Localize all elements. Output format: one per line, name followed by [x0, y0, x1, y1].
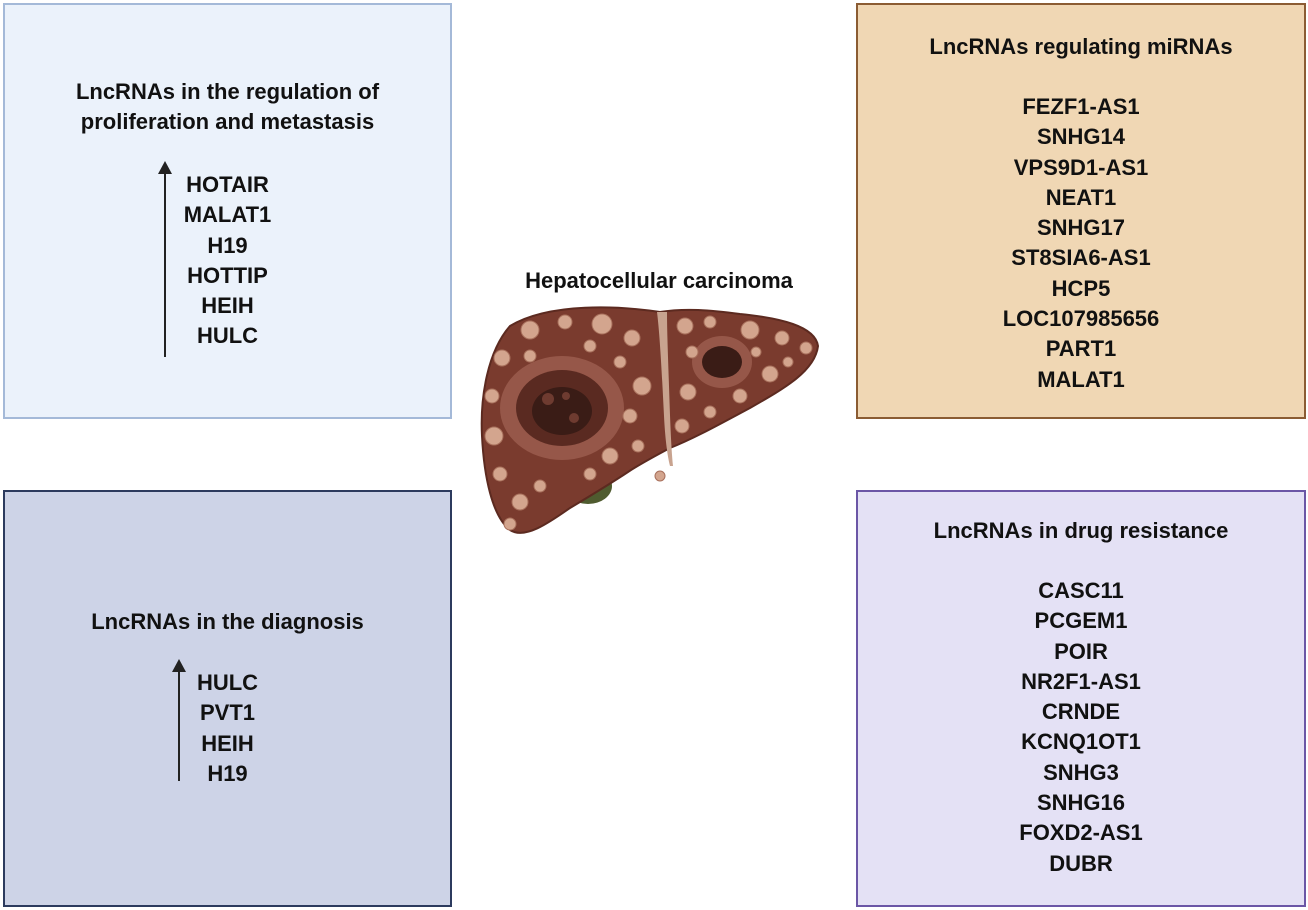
hcc-title: Hepatocellular carcinoma: [525, 268, 793, 293]
lncrna-item: PVT1: [199, 700, 256, 726]
lncrna-item: SNHG17: [1036, 215, 1126, 241]
proliferation-metastasis-title: LncRNAs in the regulation of proliferati…: [75, 79, 380, 134]
lncrna-item: H19: [207, 232, 248, 258]
lncrna-item: LOC107985656: [1002, 306, 1160, 332]
lncrna-item: NR2F1-AS1: [1021, 668, 1141, 694]
lncrna-item: VPS9D1-AS1: [1013, 154, 1149, 180]
mirna-regulation-box: LncRNAs regulating miRNAs FEZF1-AS1 SNHG…: [856, 3, 1306, 419]
liver-with-tumors-icon: [480, 306, 820, 534]
lncrna-item: HOTAIR: [186, 172, 269, 197]
proliferation-lncrna-list: HOTAIR MALAT1 H19 HOTTIP HEIH HULC: [5, 170, 450, 352]
lncrna-item: KCNQ1OT1: [1021, 729, 1141, 755]
drug-resistance-box: LncRNAs in drug resistance CASC11 PCGEM1…: [856, 490, 1306, 907]
lncrna-item: SNHG14: [1036, 124, 1126, 150]
lncrna-item: NEAT1: [1045, 184, 1117, 210]
lncrna-item: FEZF1-AS1: [1022, 94, 1140, 119]
drug-resistance-lncrna-list: CASC11 PCGEM1 POIR NR2F1-AS1 CRNDE KCNQ1…: [858, 576, 1304, 879]
mirna-lncrna-list: FEZF1-AS1 SNHG14 VPS9D1-AS1 NEAT1 SNHG17…: [858, 92, 1304, 395]
lncrna-item: DUBR: [1049, 850, 1113, 876]
lncrna-item: HULC: [196, 670, 259, 695]
lncrna-item: HEIH: [201, 293, 254, 319]
lncrna-item: SNHG16: [1036, 790, 1126, 816]
lncrna-item: HEIH: [201, 730, 254, 756]
lncrna-item: MALAT1: [1037, 366, 1125, 392]
diagnosis-box: LncRNAs in the diagnosis HULC PVT1 HEIH …: [3, 490, 452, 907]
lncrna-item: PCGEM1: [1034, 608, 1128, 634]
lncrna-item: HCP5: [1051, 275, 1111, 301]
lncrna-item: SNHG3: [1043, 759, 1119, 785]
lncrna-item: CRNDE: [1041, 699, 1121, 725]
lncrna-item: HOTTIP: [187, 262, 268, 288]
lncrna-item: HULC: [196, 323, 259, 349]
lncrna-item: MALAT1: [183, 202, 272, 228]
diagnosis-title: LncRNAs in the diagnosis: [91, 609, 364, 634]
mirna-regulation-title: LncRNAs regulating miRNAs: [929, 34, 1233, 59]
drug-resistance-title: LncRNAs in drug resistance: [933, 518, 1229, 543]
lncrna-item: FOXD2-AS1: [1019, 820, 1143, 846]
upregulation-arrow-icon: [158, 161, 172, 357]
lncrna-item: CASC11: [1038, 578, 1124, 603]
lncrna-item: PART1: [1045, 336, 1117, 362]
upregulation-arrow-icon: [172, 659, 186, 781]
proliferation-metastasis-box: LncRNAs in the regulation of proliferati…: [3, 3, 452, 419]
lncrna-item: POIR: [1054, 638, 1108, 664]
lncrna-item: ST8SIA6-AS1: [1011, 245, 1151, 271]
diagnosis-lncrna-list: HULC PVT1 HEIH H19: [5, 668, 450, 789]
lncrna-item: H19: [207, 760, 248, 786]
